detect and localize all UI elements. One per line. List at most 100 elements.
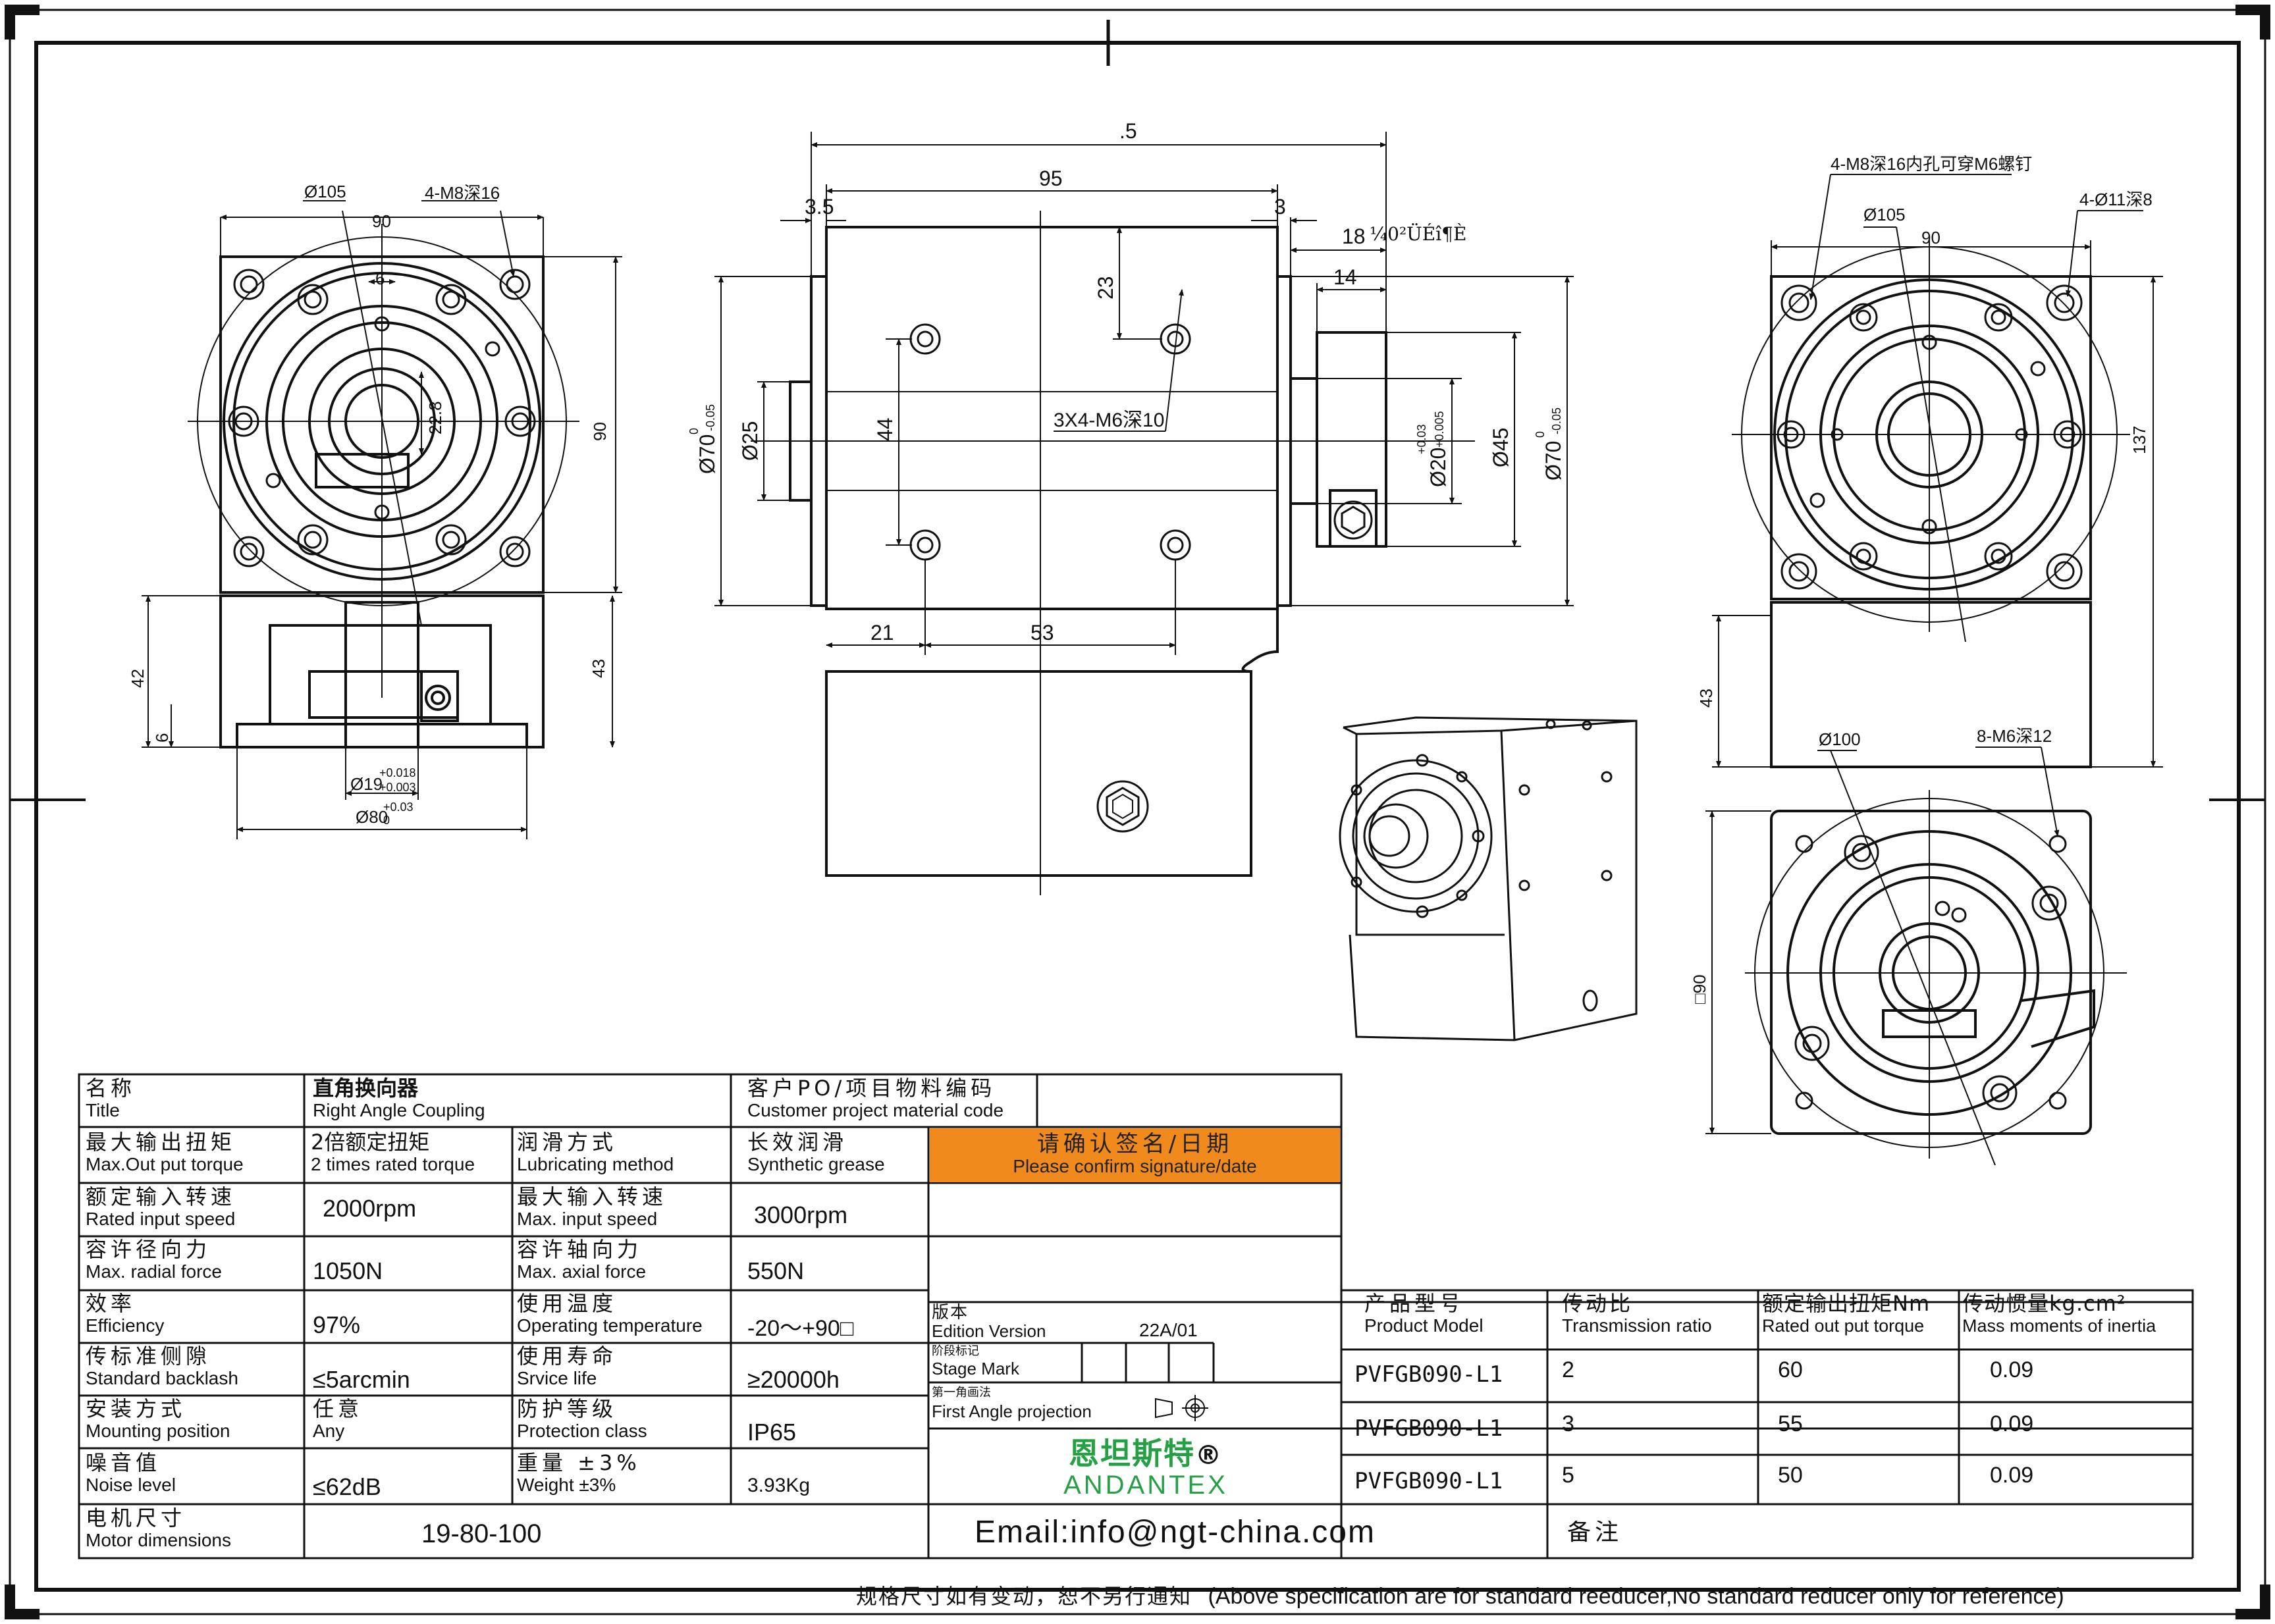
motor-dimensions-value: 19-80-100 — [421, 1519, 542, 1548]
right-bottom-view — [1745, 790, 2127, 1159]
dim-right-m6: 8-M6深12 — [1977, 726, 2052, 746]
row-1-ratio: 2 — [1562, 1357, 1574, 1382]
max-speed-label: 最大输入转速 Max. input speed — [517, 1185, 728, 1236]
header-inertia-cn: 传动惯量kg.cm² — [1962, 1292, 2126, 1316]
lubrication-value: 长效润滑 Synthetic grease — [747, 1130, 925, 1183]
center-dimension-labels: .5 95 3.5 3 18 ¼0²ÜÉî¶È 14 Ø70 0 -0.05 Ø… — [687, 119, 1565, 644]
dim-center-d20-tol-lo: +0.005 — [1433, 411, 1446, 448]
drawing-frame — [5, 5, 2270, 1619]
stage-mark-label-en: Stage Mark — [932, 1359, 1019, 1378]
dim-right-w90: 90 — [1921, 228, 1940, 248]
title-label: 名称 Title — [86, 1076, 303, 1126]
isometric-view — [1339, 716, 1638, 1041]
customer-label-cn: 客户PO/项目物料编码 — [747, 1076, 996, 1101]
signature-area[interactable] — [930, 1185, 1340, 1301]
dim-left-d19-tol-up: +0.018 — [379, 766, 416, 779]
backlash-label: 传标准侧隙 Standard backlash — [86, 1344, 303, 1396]
efficiency-value: 97% — [313, 1311, 361, 1338]
mounting-label: 安装方式 Mounting position — [86, 1397, 303, 1448]
dim-left-d80: Ø80 — [356, 807, 388, 827]
dim-center-m6: 3X4-M6深10 — [1054, 409, 1164, 431]
dim-center-d25: Ø25 — [738, 421, 762, 461]
lubrication-label-cn: 润滑方式 — [517, 1130, 618, 1155]
noise-value: ≤62dB — [313, 1473, 381, 1500]
dim-center-d45: Ø45 — [1489, 428, 1512, 467]
customer-label: 客户PO/项目物料编码 Customer project material co… — [747, 1076, 1037, 1126]
max-speed-value: 3000rpm — [754, 1201, 848, 1228]
motor-dimensions-label: 电机尺寸 Motor dimensions — [86, 1506, 303, 1558]
dim-center-w3: 3 — [1274, 195, 1286, 219]
mounting-label-cn: 安装方式 — [86, 1397, 186, 1421]
edition-label-cn: 版本 — [932, 1303, 969, 1323]
rated-speed-value: 2000rpm — [323, 1195, 417, 1222]
company-logo: 恩坦斯特® ANDANTEX — [1040, 1430, 1251, 1502]
logo-registered-icon: ® — [1195, 1440, 1223, 1471]
dim-left-d105: Ø105 — [304, 182, 346, 201]
radial-force-value: 1050N — [313, 1257, 383, 1284]
dim-center-top: .5 — [1119, 119, 1137, 143]
row-3-torque: 50 — [1778, 1463, 1803, 1488]
protection-value: IP65 — [747, 1419, 797, 1446]
logo-cn: 恩坦斯特 — [1069, 1436, 1195, 1471]
right-top-dimension-labels: 4-M8深16内孔可穿M6螺钉 Ø105 4-Ø11深8 90 137 43 — [1696, 154, 2153, 708]
dim-left-d19: Ø19 — [350, 774, 383, 794]
dim-left-d228: 22.8 — [425, 401, 445, 434]
radial-force-label-en: Max. radial force — [86, 1261, 222, 1282]
temperature-value: -20〜+90□ — [747, 1316, 854, 1341]
temperature-label: 使用温度 Operating temperature — [517, 1292, 729, 1343]
header-product-model-en: Product Model — [1364, 1315, 1484, 1336]
mounting-value-en: Any — [313, 1421, 345, 1441]
dim-center-d20: Ø20 — [1426, 448, 1450, 487]
projection-symbol-icon — [1155, 1395, 1208, 1421]
lubrication-value-cn: 长效润滑 — [747, 1130, 848, 1155]
dim-left-h90: 90 — [590, 422, 610, 441]
dim-center-w14: 14 — [1333, 265, 1357, 289]
radial-force-label-cn: 容许径向力 — [86, 1238, 211, 1262]
dim-center-h44: 44 — [873, 417, 897, 441]
right-top-view — [1732, 237, 2130, 768]
weight-label-en: Weight ±3% — [517, 1475, 616, 1495]
protection-label-cn: 防护等级 — [517, 1397, 618, 1421]
email-link[interactable]: Email:info@ngt-china.com — [975, 1515, 1376, 1550]
dim-right-d105: Ø105 — [1863, 205, 1906, 224]
header-product-model-cn: 产品型号 — [1364, 1292, 1465, 1316]
title-value-cn: 直角换向器 — [313, 1076, 419, 1101]
max-torque-label-en: Max.Out put torque — [86, 1154, 244, 1174]
lubrication-value-en: Synthetic grease — [747, 1154, 885, 1174]
dim-right-hole2: 4-Ø11深8 — [2079, 190, 2153, 209]
header-ratio-en: Transmission ratio — [1562, 1315, 1712, 1336]
edition-value: 22A/01 — [1139, 1320, 1198, 1340]
left-view — [188, 224, 579, 748]
dim-left-w90: 90 — [372, 211, 391, 231]
service-life-label-en: Srvice life — [517, 1368, 597, 1388]
title-value: 直角换向器 Right Angle Coupling — [313, 1076, 728, 1126]
dim-left-d80-tol-up: +0.03 — [383, 800, 414, 814]
header-rated-torque-cn: 额定输出扭矩Nm — [1762, 1292, 1931, 1316]
center-view — [751, 211, 1475, 895]
dim-center-w95: 95 — [1039, 167, 1063, 190]
axial-force-label-en: Max. axial force — [517, 1261, 647, 1282]
row-2-inertia: 0.09 — [1990, 1411, 2034, 1436]
title-label-cn: 名称 — [86, 1076, 136, 1101]
backlash-label-cn: 传标准侧隙 — [86, 1344, 211, 1369]
title-block-grid — [78, 1073, 2194, 1559]
dim-center-w18-note: ¼0²ÜÉî¶È — [1370, 223, 1466, 245]
confirm-signature-banner: 请确认签名/日期 Please confirm signature/date — [930, 1128, 1340, 1182]
service-life-label-cn: 使用寿命 — [517, 1344, 618, 1369]
max-torque-label-cn: 最大输出扭矩 — [86, 1130, 236, 1155]
axial-force-value: 550N — [747, 1257, 805, 1284]
stage-mark-label-cn: 阶段标记 — [932, 1344, 979, 1358]
backlash-value: ≤5arcmin — [313, 1366, 410, 1393]
row-3-ratio: 5 — [1562, 1463, 1574, 1488]
dim-right-h43: 43 — [1696, 689, 1716, 708]
dim-center-d70-tol-lo: -0.05 — [704, 404, 717, 431]
temperature-label-en: Operating temperature — [517, 1315, 703, 1336]
customer-value[interactable] — [1040, 1076, 1337, 1126]
dim-center-w35: 3.5 — [805, 195, 834, 219]
confirm-signature-en: Please confirm signature/date — [1013, 1156, 1257, 1176]
dim-center-w21: 21 — [870, 621, 894, 644]
protection-label-en: Protection class — [517, 1421, 647, 1441]
header-product-model: 产品型号 Product Model — [1364, 1292, 1545, 1348]
projection-label-en: First Angle projection — [932, 1401, 1092, 1421]
